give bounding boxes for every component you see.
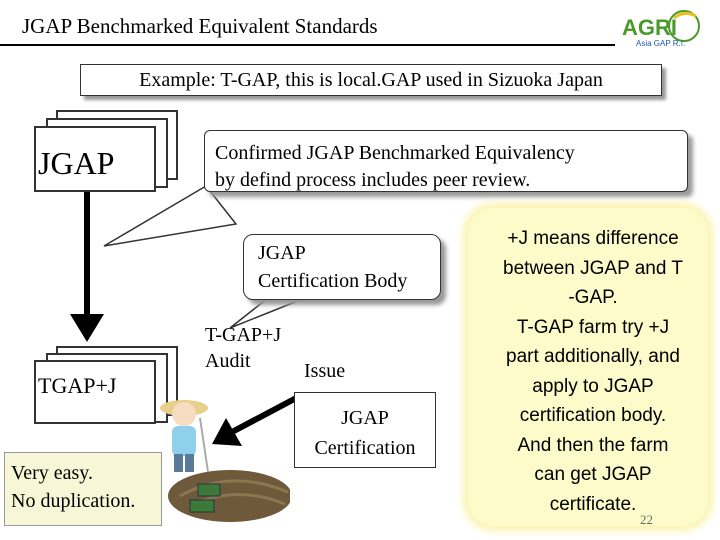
note-line: between JGAP and T: [503, 257, 683, 279]
tgap-doc-front: [34, 360, 156, 424]
easy-line-2: No duplication.: [11, 490, 136, 512]
note-line: part additionally, and: [506, 346, 680, 367]
audit-line-2: Audit: [205, 350, 251, 372]
farmer-shirt: [172, 426, 196, 456]
sticky-note-text: +J means difference between JGAP and T -…: [480, 224, 706, 519]
easy-line-1: Very easy.: [11, 462, 94, 484]
page-number: 22: [640, 512, 653, 527]
easy-note: Very easy. No duplication.: [4, 452, 162, 526]
tgap-doc-label: TGAP+J: [38, 373, 117, 398]
confirmed-pointer: [103, 185, 238, 247]
farmer-head: [172, 402, 196, 426]
confirmed-line-1: Confirmed JGAP Benchmarked Equivalency: [215, 142, 575, 164]
issue-label: Issue: [304, 360, 346, 382]
audit-line-1: T-GAP+J: [205, 324, 282, 346]
certification-line-1: JGAP: [341, 407, 389, 429]
confirmed-line-2: by defind process includes peer review.: [215, 169, 531, 191]
jgap-doc-label: JGAP: [38, 145, 115, 181]
cert-body-line-1: JGAP: [258, 242, 306, 264]
example-banner: Example: T-GAP, this is local.GAP used i…: [80, 64, 662, 96]
note-line: certification body.: [519, 405, 667, 426]
confirmed-callout: Confirmed JGAP Benchmarked Equivalency b…: [204, 130, 688, 192]
note-line: can get JGAP: [534, 464, 652, 485]
audit-label: T-GAP+J Audit: [205, 322, 281, 374]
agri-logo: AGRI Asia GAP R.I.: [622, 10, 700, 48]
certification-line-2: Certification: [314, 437, 416, 459]
logo-sub-text: Asia GAP R.I.: [636, 39, 685, 48]
certification-document: JGAP Certification: [294, 392, 436, 468]
jgap-doc-front: [34, 126, 156, 192]
note-line: certificate.: [549, 493, 637, 515]
note-line: -GAP.: [568, 287, 618, 308]
pitchfork: [199, 417, 209, 473]
page-title: JGAP Benchmarked Equivalent Standards: [22, 14, 378, 38]
produce-crate: [197, 483, 221, 497]
note-line: apply to JGAP: [532, 375, 654, 397]
cert-body-line-2: Certification Body: [258, 270, 408, 292]
issue-arrow-shaft: [230, 393, 302, 435]
certification-body-callout: JGAP Certification Body: [243, 234, 441, 300]
farmer-illustration: [160, 400, 290, 522]
down-arrow-head: [70, 314, 104, 342]
sticky-note: [468, 208, 708, 526]
logo-brand-text: AGRI: [622, 15, 677, 40]
title-divider: [0, 44, 615, 46]
note-line: +J means difference: [507, 228, 679, 249]
note-line: T-GAP farm try +J: [516, 316, 670, 338]
note-line: And then the farm: [517, 434, 669, 456]
issue-arrow-head: [212, 418, 242, 446]
